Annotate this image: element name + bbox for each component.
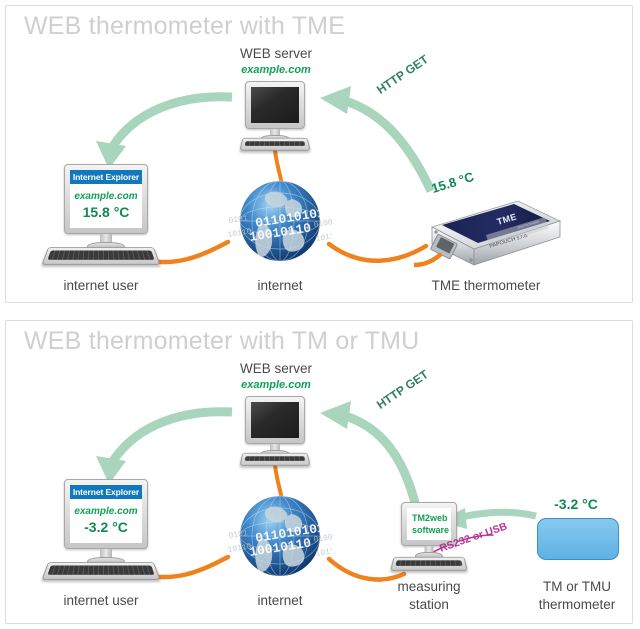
internet-user-monitor-1: Internet Explorer example.com 15.8 °C bbox=[64, 164, 148, 236]
globe-icon: 0110101010 10010110 0101 10110 01001 101… bbox=[227, 486, 338, 590]
svg-text:1011: 1011 bbox=[315, 547, 332, 559]
internet-user-label-1: internet user bbox=[63, 278, 139, 293]
internet-user-monitor-2: Internet Explorer example.com -3.2 °C bbox=[64, 479, 148, 551]
monitor-neck-station bbox=[424, 546, 434, 554]
browser-url-2: example.com bbox=[74, 506, 138, 518]
panel-tm-tmu: WEB thermometer with TM or TMU WEB serve… bbox=[5, 320, 633, 624]
svg-text:10110: 10110 bbox=[228, 542, 252, 555]
web-server-name-2: WEB server bbox=[239, 361, 312, 376]
monitor-icon: Internet Explorer example.com 15.8 °C bbox=[64, 164, 148, 234]
measuring-station-label-line1: measuring bbox=[397, 579, 461, 594]
keyboard-icon bbox=[239, 452, 311, 466]
tm2web-line1: TM2web bbox=[411, 513, 448, 523]
web-server-url-2: example.com bbox=[241, 379, 311, 391]
svg-text:0101: 0101 bbox=[228, 214, 249, 226]
tm2web-line2: software bbox=[411, 525, 449, 535]
server-screen-2 bbox=[251, 402, 299, 438]
monitor-icon: Internet Explorer example.com -3.2 °C bbox=[64, 479, 148, 549]
svg-text:0101: 0101 bbox=[228, 529, 249, 541]
tm-tmu-thermometer-device bbox=[537, 518, 619, 560]
station-screen: TM2web software bbox=[407, 508, 451, 540]
keyboard-icon bbox=[390, 556, 468, 571]
svg-text:10110: 10110 bbox=[228, 227, 252, 240]
monitor-neck-1 bbox=[270, 129, 280, 137]
browser-title-bar-2: Internet Explorer bbox=[70, 485, 142, 499]
tme-thermometer-label: TME thermometer bbox=[431, 278, 541, 293]
monitor-neck-user-1 bbox=[100, 234, 112, 244]
monitor-neck-2 bbox=[270, 444, 280, 452]
keyboard-icon bbox=[41, 562, 161, 580]
tme-temperature-1: 15.8 °C bbox=[429, 168, 476, 196]
http-get-label-2: HTTP GET bbox=[374, 367, 431, 412]
web-server-monitor-2 bbox=[245, 396, 305, 446]
http-get-label-1: HTTP GET bbox=[374, 52, 431, 97]
measuring-station-monitor: TM2web software bbox=[401, 502, 457, 548]
user-screen-2: Internet Explorer example.com -3.2 °C bbox=[70, 485, 142, 543]
svg-text:1011: 1011 bbox=[315, 232, 332, 244]
monitor-neck-user-2 bbox=[100, 549, 112, 559]
browser-content-1: example.com 15.8 °C bbox=[70, 183, 142, 228]
tm2web-software-text: TM2web software bbox=[409, 512, 449, 536]
internet-label-2: internet bbox=[257, 593, 303, 608]
panel-title-tme: WEB thermometer with TME bbox=[24, 12, 346, 40]
browser-content-2: example.com -3.2 °C bbox=[70, 498, 142, 543]
monitor-icon: TM2web software bbox=[401, 502, 457, 546]
keyboard-keys-station bbox=[395, 560, 463, 566]
panel-title-tm-tmu: WEB thermometer with TM or TMU bbox=[24, 327, 420, 355]
browser-temperature-2: -3.2 °C bbox=[84, 519, 128, 536]
monitor-icon bbox=[245, 81, 305, 129]
web-server-url-1: example.com bbox=[241, 64, 311, 76]
web-server-monitor-1 bbox=[245, 81, 305, 131]
user-screen-1: Internet Explorer example.com 15.8 °C bbox=[70, 170, 142, 228]
internet-user-label-2: internet user bbox=[63, 593, 139, 608]
browser-temperature-1: 15.8 °C bbox=[82, 204, 130, 221]
browser-url-1: example.com bbox=[74, 191, 138, 203]
tm-tmu-temperature: -3.2 °C bbox=[554, 496, 598, 512]
keyboard-icon bbox=[239, 137, 311, 151]
browser-window-2[interactable]: Internet Explorer example.com -3.2 °C bbox=[70, 485, 142, 543]
internet-label-1: internet bbox=[257, 278, 303, 293]
browser-title-bar-1: Internet Explorer bbox=[70, 170, 142, 184]
tm-tmu-label-line2: thermometer bbox=[538, 597, 616, 612]
keyboard-keys-2 bbox=[244, 456, 306, 461]
server-screen-1 bbox=[251, 87, 299, 123]
browser-window-1[interactable]: Internet Explorer example.com 15.8 °C bbox=[70, 170, 142, 228]
web-server-name-1: WEB server bbox=[239, 46, 312, 61]
tm-tmu-label-line1: TM or TMU bbox=[543, 579, 611, 594]
keyboard-keys-user-2 bbox=[47, 565, 155, 575]
panel-tme: WEB thermometer with TME WEB server exam… bbox=[5, 5, 633, 303]
keyboard-keys-1 bbox=[244, 141, 306, 146]
tme-thermometer-device: TME thermometer PAPOUCH s.r.o. bbox=[411, 199, 562, 271]
monitor-icon bbox=[245, 396, 305, 444]
globe-icon: 0110101010 10010110 0101 10110 01001 101… bbox=[227, 171, 338, 275]
keyboard-icon bbox=[41, 247, 161, 265]
keyboard-keys-user-1 bbox=[47, 250, 155, 260]
measuring-station-label-line2: station bbox=[409, 597, 449, 612]
